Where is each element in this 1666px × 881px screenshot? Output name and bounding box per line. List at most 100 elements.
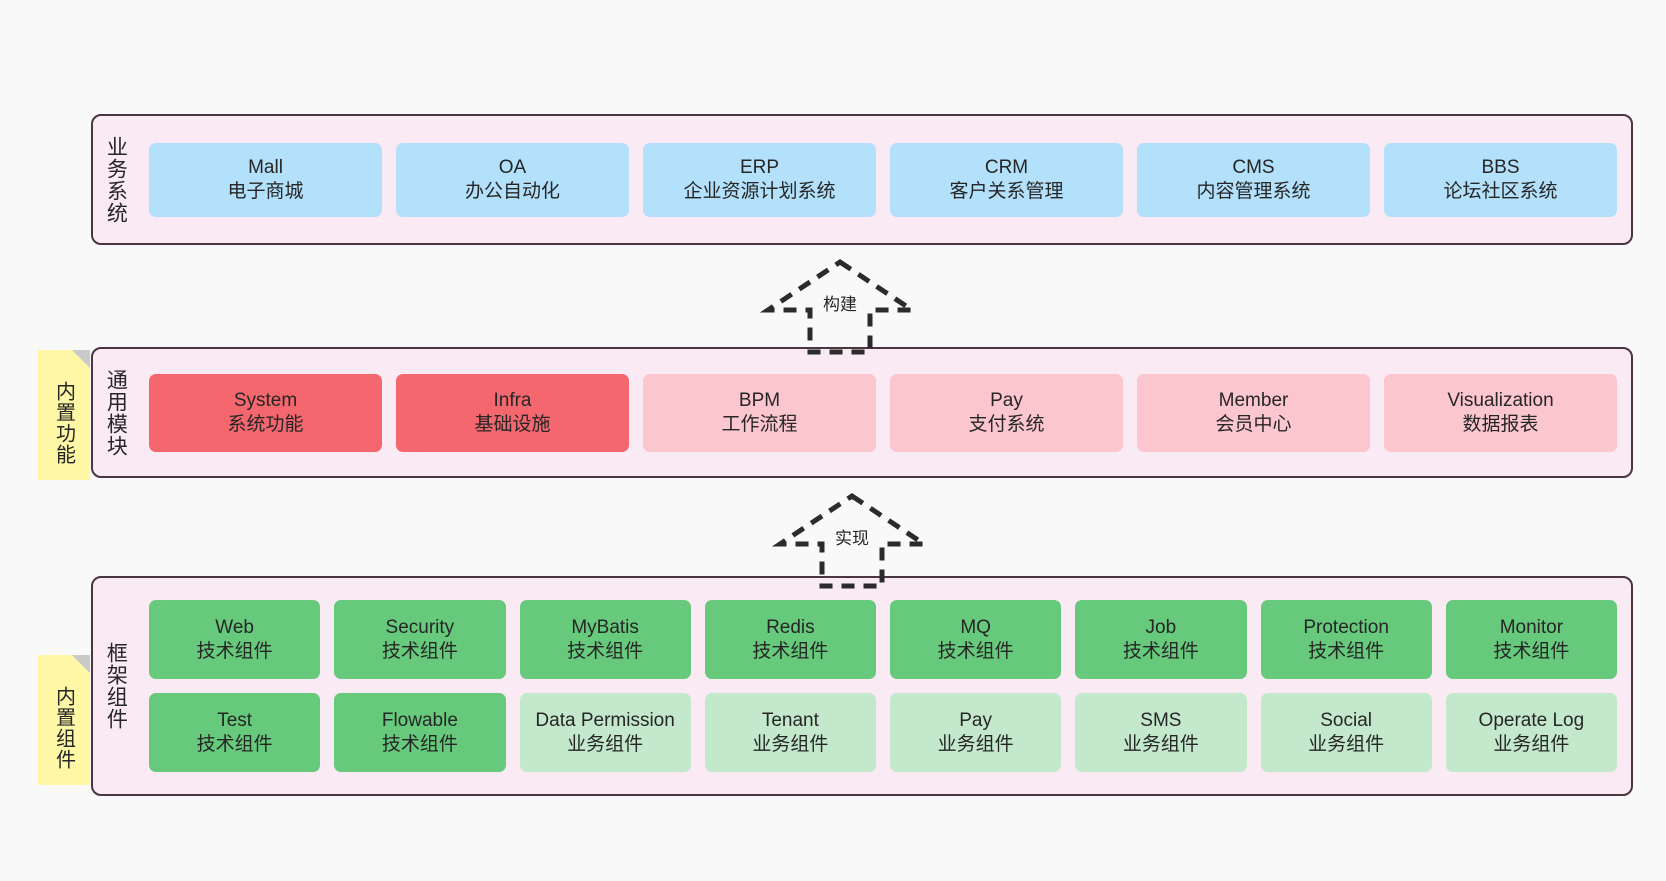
- box-flowable-cn: 技术组件: [381, 733, 458, 755]
- box-erp-cn: 企业资源计划系统: [683, 180, 836, 202]
- box-job[interactable]: Job 技术组件: [1075, 600, 1247, 679]
- box-protection-cn: 技术组件: [1308, 640, 1385, 662]
- box-web[interactable]: Web 技术组件: [149, 600, 321, 679]
- box-system[interactable]: System 系统功能: [149, 373, 382, 452]
- box-mall-en: Mall: [248, 157, 283, 179]
- box-pay-module-cn: 支付系统: [968, 413, 1045, 435]
- box-infra[interactable]: Infra 基础设施: [396, 373, 629, 452]
- note-builtin-function: 内置功能: [38, 350, 90, 480]
- box-redis-cn: 技术组件: [752, 640, 829, 662]
- layer-title-framework: 框架组件: [104, 642, 128, 730]
- box-visualization-en: Visualization: [1447, 390, 1554, 412]
- box-tenant[interactable]: Tenant 业务组件: [704, 693, 876, 772]
- box-security-en: Security: [385, 617, 455, 639]
- box-sms[interactable]: SMS 业务组件: [1075, 693, 1247, 772]
- box-bbs[interactable]: BBS 论坛社区系统: [1384, 142, 1617, 217]
- box-bpm-cn: 工作流程: [721, 413, 798, 435]
- box-erp-en: ERP: [739, 157, 780, 179]
- layer-common-boxes: System 系统功能 Infra 基础设施 BPM 工作流程 Pay 支付系统…: [137, 349, 1631, 476]
- box-cms[interactable]: CMS 内容管理系统: [1137, 142, 1370, 217]
- box-test[interactable]: Test 技术组件: [149, 693, 321, 772]
- layer-framework-component: 框架组件 Web 技术组件 Security 技术组件 MyBatis 技术组件…: [91, 576, 1633, 796]
- layer-business-system: 业务系统 Mall 电子商城 OA 办公自动化 ERP 企业资源计划系统 CRM…: [91, 114, 1633, 245]
- box-test-cn: 技术组件: [196, 733, 273, 755]
- box-infra-en: Infra: [493, 390, 532, 412]
- layer-framework-boxes: Web 技术组件 Security 技术组件 MyBatis 技术组件 Redi…: [137, 578, 1631, 794]
- box-security[interactable]: Security 技术组件: [334, 600, 506, 679]
- box-crm[interactable]: CRM 客户关系管理: [890, 142, 1123, 217]
- box-mall-cn: 电子商城: [227, 180, 304, 202]
- box-social[interactable]: Social 业务组件: [1260, 693, 1432, 772]
- box-cms-cn: 内容管理系统: [1196, 180, 1311, 202]
- box-system-en: System: [233, 390, 298, 412]
- box-data-permission-cn: 业务组件: [567, 733, 644, 755]
- box-oa-cn: 办公自动化: [464, 180, 560, 202]
- box-pay-module[interactable]: Pay 支付系统: [890, 373, 1123, 452]
- box-mybatis[interactable]: MyBatis 技术组件: [519, 600, 691, 679]
- box-job-en: Job: [1145, 617, 1177, 639]
- framework-row-business: Test 技术组件 Flowable 技术组件 Data Permission …: [149, 693, 1617, 772]
- box-operate-log-en: Operate Log: [1478, 710, 1585, 732]
- box-mybatis-en: MyBatis: [571, 617, 639, 639]
- box-member-en: Member: [1218, 390, 1289, 412]
- box-pay-component-en: Pay: [959, 710, 992, 732]
- box-crm-cn: 客户关系管理: [949, 180, 1064, 202]
- box-monitor-cn: 技术组件: [1493, 640, 1570, 662]
- layer-business-boxes: Mall 电子商城 OA 办公自动化 ERP 企业资源计划系统 CRM 客户关系…: [137, 116, 1631, 243]
- box-oa[interactable]: OA 办公自动化: [396, 142, 629, 217]
- box-operate-log-cn: 业务组件: [1493, 733, 1570, 755]
- box-bbs-cn: 论坛社区系统: [1443, 180, 1558, 202]
- box-mybatis-cn: 技术组件: [567, 640, 644, 662]
- arrow-implement-label: 实现: [835, 529, 869, 548]
- box-mq-en: MQ: [960, 617, 991, 639]
- framework-row-tech: Web 技术组件 Security 技术组件 MyBatis 技术组件 Redi…: [149, 600, 1617, 679]
- box-mall[interactable]: Mall 电子商城: [149, 142, 382, 217]
- box-mq-cn: 技术组件: [937, 640, 1014, 662]
- box-bpm[interactable]: BPM 工作流程: [643, 373, 876, 452]
- arrow-build-label: 构建: [823, 295, 857, 314]
- box-operate-log[interactable]: Operate Log 业务组件: [1445, 693, 1617, 772]
- box-pay-module-en: Pay: [990, 390, 1023, 412]
- box-social-en: Social: [1320, 710, 1372, 732]
- box-tenant-cn: 业务组件: [752, 733, 829, 755]
- box-redis-en: Redis: [766, 617, 815, 639]
- box-web-en: Web: [215, 617, 254, 639]
- box-sms-cn: 业务组件: [1122, 733, 1199, 755]
- box-redis[interactable]: Redis 技术组件: [704, 600, 876, 679]
- box-web-cn: 技术组件: [196, 640, 273, 662]
- box-monitor[interactable]: Monitor 技术组件: [1445, 600, 1617, 679]
- box-bpm-en: BPM: [738, 390, 781, 412]
- box-system-cn: 系统功能: [227, 413, 304, 435]
- box-infra-cn: 基础设施: [474, 413, 551, 435]
- box-bbs-en: BBS: [1481, 157, 1520, 179]
- box-data-permission[interactable]: Data Permission 业务组件: [519, 693, 691, 772]
- box-monitor-en: Monitor: [1499, 617, 1564, 639]
- box-test-en: Test: [217, 710, 253, 732]
- layer-common-module: 通用模块 System 系统功能 Infra 基础设施 BPM 工作流程 Pay…: [91, 347, 1633, 478]
- box-member-cn: 会员中心: [1215, 413, 1292, 435]
- box-visualization[interactable]: Visualization 数据报表: [1384, 373, 1617, 452]
- box-mq[interactable]: MQ 技术组件: [890, 600, 1062, 679]
- box-pay-component-cn: 业务组件: [937, 733, 1014, 755]
- layer-title-business: 业务系统: [104, 135, 128, 224]
- box-pay-component[interactable]: Pay 业务组件: [890, 693, 1062, 772]
- box-protection-en: Protection: [1303, 617, 1389, 639]
- note-builtin-component-label: 内置组件: [52, 686, 75, 770]
- box-flowable-en: Flowable: [381, 710, 458, 732]
- box-protection[interactable]: Protection 技术组件: [1260, 600, 1432, 679]
- arrow-implement-icon: 实现: [772, 492, 932, 590]
- box-job-cn: 技术组件: [1122, 640, 1199, 662]
- layer-title-common: 通用模块: [104, 368, 128, 457]
- box-member[interactable]: Member 会员中心: [1137, 373, 1370, 452]
- box-crm-en: CRM: [984, 157, 1029, 179]
- box-data-permission-en: Data Permission: [535, 710, 675, 732]
- box-erp[interactable]: ERP 企业资源计划系统: [643, 142, 876, 217]
- box-visualization-cn: 数据报表: [1462, 413, 1539, 435]
- box-flowable[interactable]: Flowable 技术组件: [334, 693, 506, 772]
- arrow-build-icon: 构建: [760, 258, 920, 356]
- box-sms-en: SMS: [1140, 710, 1182, 732]
- box-cms-en: CMS: [1232, 157, 1275, 179]
- box-security-cn: 技术组件: [381, 640, 458, 662]
- note-builtin-function-label: 内置功能: [52, 381, 75, 465]
